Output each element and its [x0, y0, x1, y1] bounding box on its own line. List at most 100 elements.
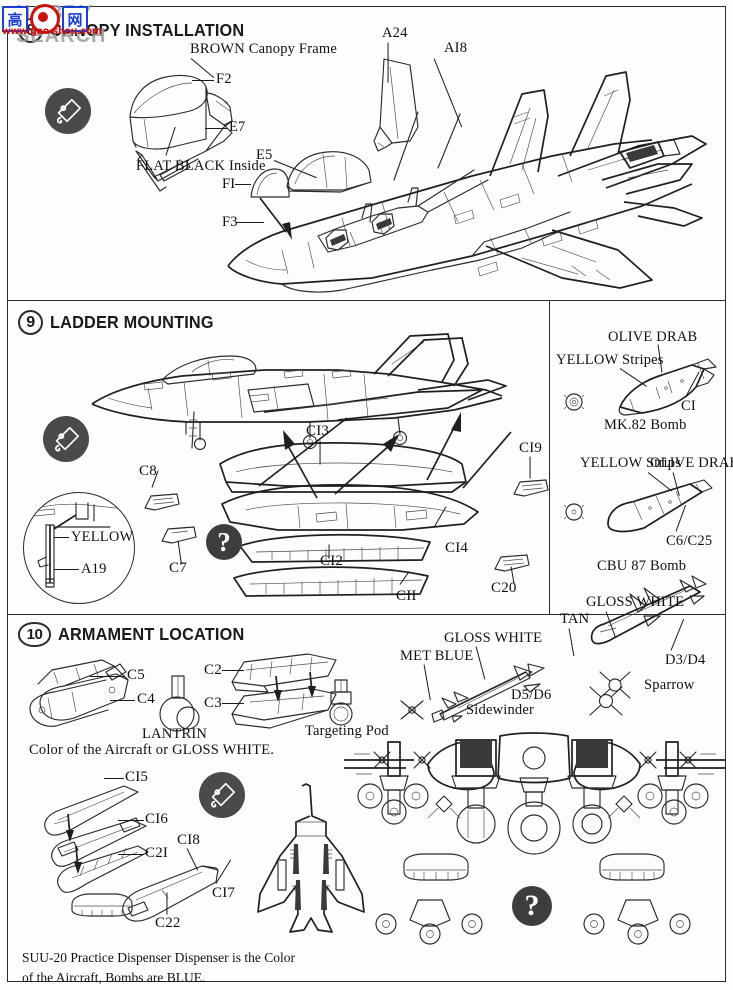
suu20-dispenser-stack-art [28, 784, 168, 920]
label-c17: CI7 [212, 885, 236, 901]
watermark-logo: 高 网 [2, 4, 88, 34]
leader-c22 [166, 892, 168, 915]
sidewinder-missile-art [428, 663, 545, 723]
label-inset-a19: A19 [81, 561, 107, 577]
leader-c5 [90, 676, 125, 678]
label-c15: CI5 [125, 769, 149, 785]
leader-e7 [205, 128, 227, 130]
label-e5: E5 [256, 147, 273, 163]
label-c12: CI2 [320, 553, 344, 569]
sparrow-station-icon [596, 670, 634, 700]
watermark-logo-char-1: 高 [2, 6, 28, 32]
note-aircraft-color: Color of the Aircraft or GLOSS WHITE. [29, 742, 275, 758]
label-tan: TAN [560, 611, 590, 627]
leader-c15 [104, 778, 124, 780]
label-d5-d6: D5/D6 [511, 687, 552, 703]
leader-c4 [110, 700, 135, 702]
watermark-logo-char-2: 网 [62, 6, 88, 32]
leader-inset-yellow [54, 537, 69, 539]
canopy-assembly-art [120, 55, 320, 235]
paint-bottle-icon-section8 [45, 88, 91, 134]
leader-f2 [192, 80, 214, 82]
label-c7: C7 [169, 560, 187, 576]
targeting-pod-art [323, 678, 359, 728]
label-c1: CI [681, 398, 696, 414]
leader-c21 [118, 854, 144, 856]
section-9-header: 9 LADDER MOUNTING [18, 310, 226, 335]
label-c8: C8 [139, 463, 157, 479]
aircraft-three-quarter-view-art [222, 60, 722, 295]
cbu87-pylon-icon [562, 500, 586, 524]
divider-section9-10 [7, 614, 726, 616]
aircraft-side-view-art [88, 330, 508, 451]
label-yellow-stripes-mk82: YELLOW Stripes [556, 352, 664, 368]
cbu87-bomb-art [604, 479, 714, 534]
label-f3: F3 [222, 214, 238, 230]
leader-c3 [222, 703, 244, 705]
section-9-number: 9 [18, 310, 43, 335]
weapons-bay-c2-c3-art [228, 652, 340, 734]
label-olive-drab-mk82: OLIVE DRAB [608, 329, 698, 345]
label-sidewinder: Sidewinder [466, 702, 535, 718]
label-brown-canopy-frame: BROWN Canopy Frame [190, 41, 337, 57]
divider-section8-9 [7, 300, 726, 302]
label-c4: C4 [137, 691, 155, 707]
label-c2: C2 [204, 662, 222, 678]
lantirn-pod-c4-c5-art [28, 658, 138, 742]
label-lantrin: LANTRIN [142, 726, 208, 742]
leader-c2 [222, 670, 244, 672]
section-10-number: 10 [18, 622, 51, 647]
label-f1: FI [222, 176, 236, 192]
suu20-color-note-line2: of the Aircraft, Bombs are BLUE. [22, 969, 206, 985]
label-flat-black-inside: FLAT BLACK Inside [136, 158, 266, 174]
suu20-color-note-line1: SUU-20 Practice Dispenser Dispenser is t… [22, 950, 295, 965]
sparrow-station-icon-section10 [586, 685, 626, 717]
label-met-blue: MET BLUE [400, 648, 474, 664]
part-f3-arrow-art [258, 196, 302, 242]
sparrow-missile-art [586, 575, 707, 648]
label-c11: CII [396, 588, 417, 604]
label-c16: CI6 [145, 811, 169, 827]
sidewinder-station-icon [398, 698, 426, 722]
label-c3: C3 [204, 695, 222, 711]
paint-bottle-icon-section9 [43, 416, 89, 462]
label-c13: CI3 [306, 423, 330, 439]
label-c6-c25: C6/C25 [666, 533, 713, 549]
aircraft-plan-view-silhouette-art [252, 782, 370, 940]
question-badge-section9: ? [206, 524, 242, 560]
leader-inset-a19 [54, 569, 79, 571]
watermark-url: www.gao-shou.com [2, 26, 102, 37]
page-border [7, 6, 726, 982]
label-olive-drab-cbu: OLIVE DRAB [650, 455, 733, 471]
watermark: HOBBY SEARCH 高 网 www.gao-shou.com [0, 0, 180, 47]
part-e5-art [283, 148, 373, 194]
label-f2: F2 [216, 71, 232, 87]
part-c19-art [512, 478, 550, 498]
label-e7: E7 [229, 119, 246, 135]
caption-sparrow: Sparrow [644, 677, 695, 693]
label-targeting-pod: Targeting Pod [305, 723, 389, 739]
part-a24-art [364, 55, 430, 163]
caption-mk82: MK.82 Bomb [604, 417, 687, 433]
paint-bottle-icon-section10 [199, 772, 245, 818]
mk82-bomb-art [612, 355, 718, 417]
leader-f1 [235, 184, 251, 186]
label-d3-d4: D3/D4 [665, 652, 706, 668]
part-c7-art [160, 525, 198, 545]
leader-c19 [529, 456, 531, 479]
part-c20-art [493, 553, 531, 573]
section-10-title: ARMAMENT LOCATION [58, 624, 245, 644]
label-c22: C22 [155, 915, 181, 931]
divider-section9-ordnance [549, 300, 551, 614]
section-8-title: CANOPY INSTALLATION [50, 20, 245, 40]
part-f1-art [247, 165, 293, 203]
suu20-color-note: SUU-20 Practice Dispenser Dispenser is t… [22, 948, 422, 987]
leader-a24 [387, 42, 389, 83]
label-a18: AI8 [444, 40, 468, 56]
ladder-detail-inset [23, 492, 135, 604]
label-gloss-white-sparrow: GLOSS WHITE [586, 594, 685, 610]
aircraft-underside-stations-art [344, 732, 726, 945]
caption-cbu87: CBU 87 Bomb [597, 558, 687, 574]
mk82-pylon-icon [562, 390, 586, 414]
